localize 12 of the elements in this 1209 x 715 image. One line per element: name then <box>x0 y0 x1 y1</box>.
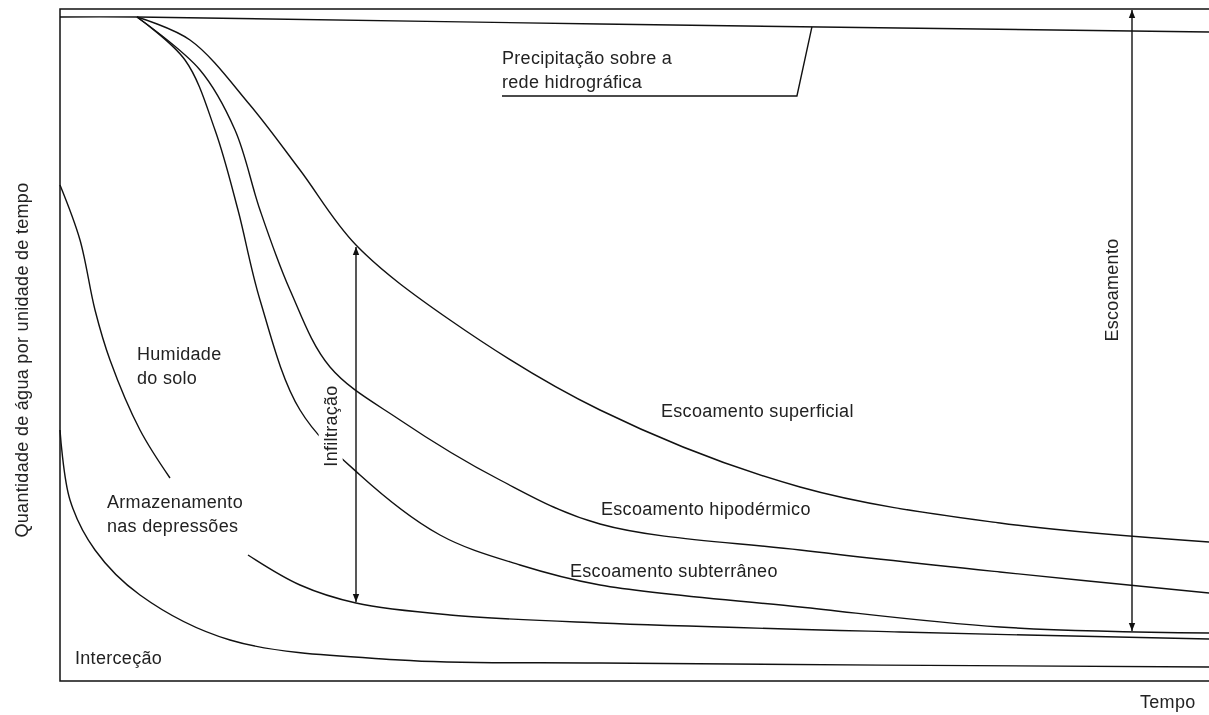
precipitation-curve <box>59 16 1209 33</box>
curve-label: Escoamento superficial <box>661 400 854 423</box>
dimension-label: Escoamento <box>1101 238 1123 342</box>
region-label: Interceção <box>75 647 163 670</box>
axis-title: Quantidade de água por unidade de tempo <box>11 182 33 538</box>
curve-label: Escoamento subterrâneo <box>570 560 778 583</box>
region-label: Armazenamento nas depressões <box>107 491 244 538</box>
axis-title: Tempo <box>1140 691 1196 714</box>
curve-label: Escoamento hipodérmico <box>601 498 811 521</box>
leader-line <box>501 26 813 97</box>
region-label: Humidade do solo <box>137 343 223 390</box>
callout-label: Precipitação sobre a rede hidrográfica <box>502 46 712 94</box>
